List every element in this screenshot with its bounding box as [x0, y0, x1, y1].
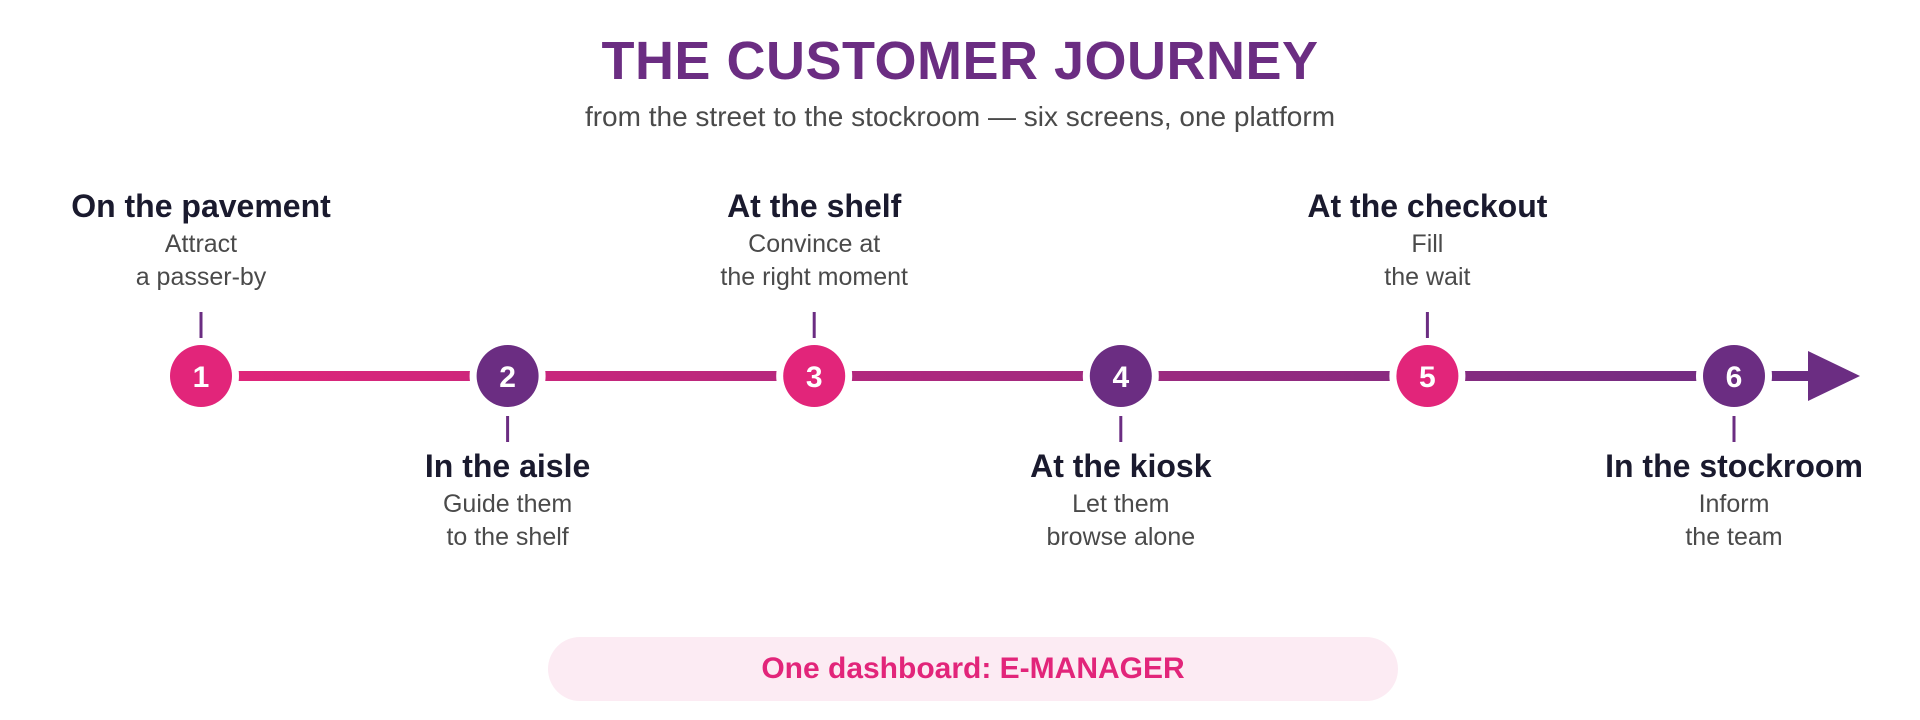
dashboard-banner: One dashboard: E-MANAGER — [548, 637, 1398, 701]
timeline-arrow-icon — [1808, 351, 1860, 401]
step-title: On the pavement — [71, 188, 331, 224]
step-circle — [1089, 345, 1152, 407]
page-title: THE CUSTOMER JOURNEY — [601, 31, 1319, 91]
step-circle — [476, 345, 539, 407]
step-description: Convince at the right moment — [644, 228, 984, 294]
step-description-line: the team — [1685, 523, 1783, 551]
step-circle — [1396, 345, 1459, 407]
page-subtitle: from the street to the stockroom — six s… — [584, 101, 1336, 132]
step-description-line: the right moment — [720, 263, 908, 291]
step-number: 5 — [1419, 361, 1436, 394]
step-title: In the aisle — [424, 448, 591, 484]
step-description-line: Fill — [1411, 230, 1444, 258]
step-description: Let them browse alone — [951, 488, 1291, 554]
step-title: At the checkout — [1307, 188, 1548, 224]
step-description-line: Let them — [1072, 490, 1170, 518]
step-description-line: browse alone — [1046, 523, 1196, 551]
step-description-line: Attract — [164, 230, 238, 258]
dashboard-label: One dashboard: E-MANAGER — [761, 652, 1185, 685]
step-description: Attract a passer-by — [31, 228, 371, 294]
step-circle — [783, 345, 846, 407]
step-title: At the shelf — [727, 188, 902, 224]
step-number: 6 — [1726, 361, 1743, 394]
step-description-line: Guide them — [442, 490, 573, 518]
step-description: Fill the wait — [1257, 228, 1597, 294]
timeline-line — [201, 371, 1809, 381]
step-number: 3 — [806, 361, 823, 394]
step-title: In the stockroom — [1605, 448, 1863, 484]
step-circle — [1703, 345, 1765, 407]
step-number: 2 — [499, 361, 516, 394]
step-description-line: to the shelf — [446, 523, 569, 551]
step-circle — [170, 345, 232, 407]
step-description-line: Convince at — [748, 230, 881, 258]
step-number: 4 — [1112, 361, 1129, 394]
step-description-line: Inform — [1698, 490, 1770, 518]
step-description: Inform the team — [1564, 488, 1904, 554]
step-description-line: the wait — [1384, 263, 1471, 291]
step-markers: 1 2 3 4 5 6 — [163, 312, 1772, 442]
step-description-line: a passer-by — [135, 263, 267, 291]
step-description: Guide them to the shelf — [338, 488, 678, 554]
step-title: At the kiosk — [1030, 448, 1212, 484]
step-number: 1 — [193, 361, 210, 394]
